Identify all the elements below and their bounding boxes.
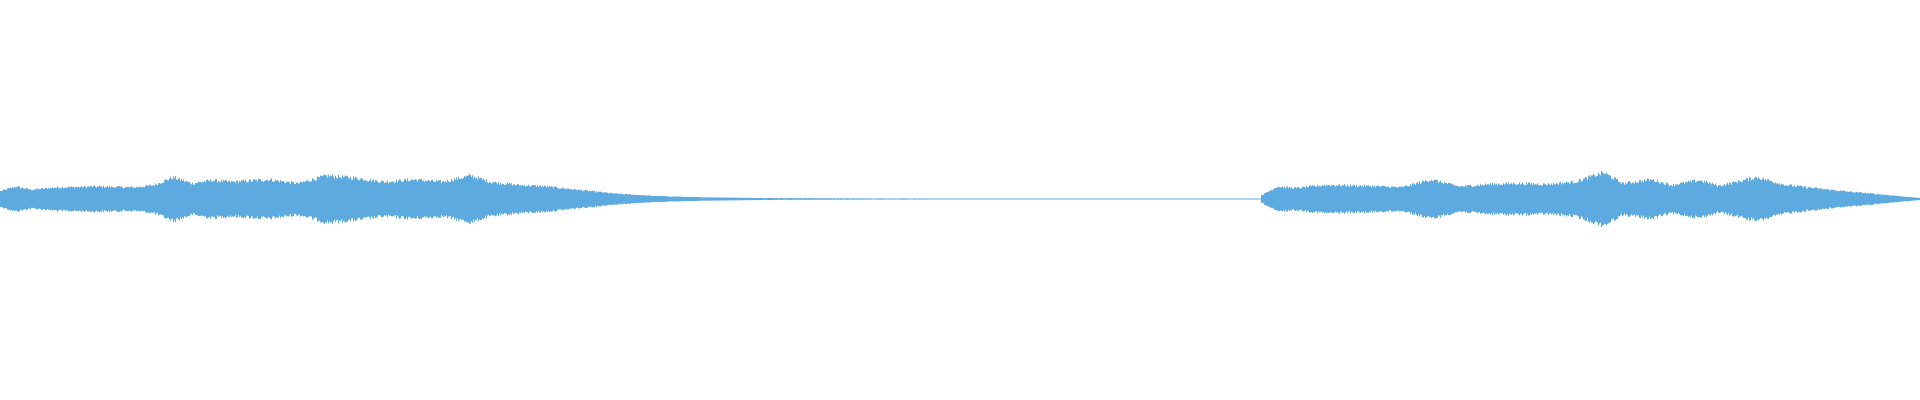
waveform-segments [0,170,1920,228]
waveform-clip-1 [0,174,1259,224]
waveform-clip-2 [1261,170,1920,228]
